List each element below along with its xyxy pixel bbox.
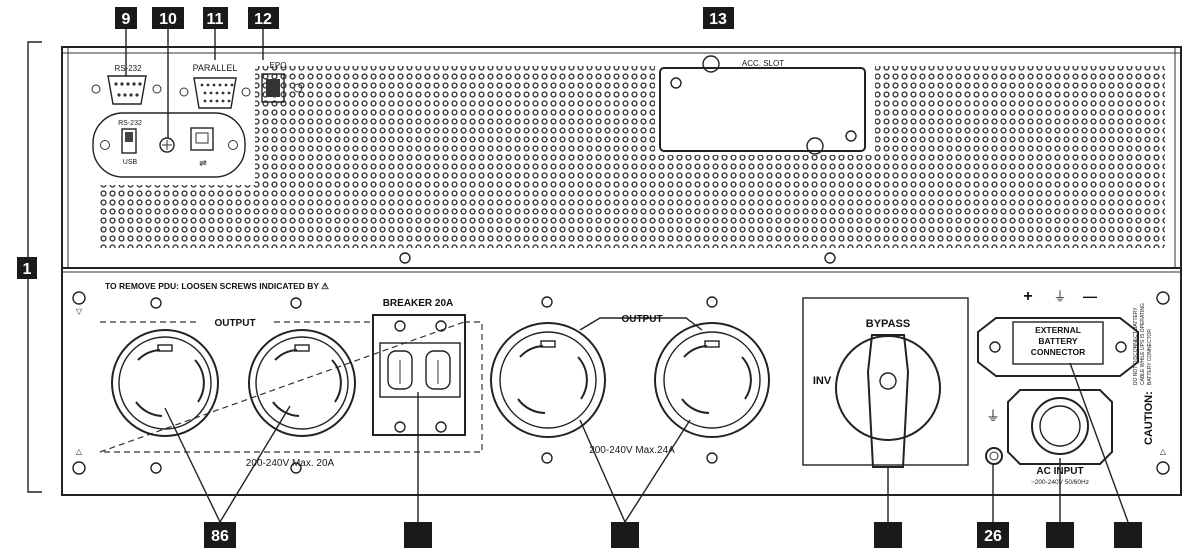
ext-battery-label-3: CONNECTOR xyxy=(1031,347,1086,357)
callout-86: 86 xyxy=(204,522,236,548)
leader-lines xyxy=(125,24,1129,523)
callout-10: 10 xyxy=(152,7,184,29)
output-outlet-1[interactable] xyxy=(111,329,219,437)
pdu-screw-top-left xyxy=(72,291,86,305)
comm-switch-plate: RS-232 USB ⇌ xyxy=(92,112,246,178)
output-left-label: OUTPUT xyxy=(214,318,255,329)
vent-grille-right xyxy=(875,66,1165,248)
external-battery-connector[interactable]: + ⏚ — EXTERNAL BATTERY CONNECTOR xyxy=(977,288,1139,377)
ground-terminal[interactable]: ⏚ xyxy=(985,408,1003,465)
callout-10-label: 10 xyxy=(159,11,177,28)
callout-1-box xyxy=(17,257,37,279)
callout-9: 9 xyxy=(115,7,137,29)
callout-86-label: 86 xyxy=(211,528,229,545)
acc-slot-label: ACC. SLOT xyxy=(742,59,784,68)
callout-9-label: 9 xyxy=(122,11,131,28)
epo-port[interactable]: EPO xyxy=(261,61,303,103)
dip-switch-knob[interactable] xyxy=(159,137,175,153)
callout-ac-input-box xyxy=(1046,522,1074,548)
plus-label: + xyxy=(1023,288,1032,305)
callout-1-bracket: 1 xyxy=(17,41,42,493)
usb-icon: ⇌ xyxy=(199,158,207,168)
pdu-removal-note: TO REMOVE PDU: LOOSEN SCREWS INDICATED B… xyxy=(105,281,329,291)
output-left-rating: 200-240V Max. 20A xyxy=(246,458,335,469)
switch-usb-label: USB xyxy=(123,159,138,166)
vent-grille-left xyxy=(100,185,260,248)
pdu-screw-top-right xyxy=(1156,291,1170,305)
rs232-port-label: RS-232 xyxy=(114,64,142,73)
callout-breaker-box xyxy=(404,522,432,548)
callout-26-label: 26 xyxy=(984,528,1002,545)
callout-13: 13 xyxy=(703,7,734,29)
caution-detail-1: DO NOT DISCONNECT BATTERY xyxy=(1133,307,1139,385)
ground-icon: ⏚ xyxy=(986,408,1000,424)
callout-26: 26 xyxy=(977,522,1009,548)
bypass-lever[interactable] xyxy=(866,334,910,468)
minus-label: — xyxy=(1083,288,1097,304)
callout-12-label: 12 xyxy=(254,11,272,28)
callout-output-right-box xyxy=(611,522,639,548)
screw-top-panel-left xyxy=(399,252,411,264)
output-group-left-outline xyxy=(99,321,483,453)
callout-11: 11 xyxy=(203,7,228,29)
output-group-right-bracket xyxy=(579,317,703,331)
callout-13-label: 13 xyxy=(709,11,727,28)
parallel-port-label: PARALLEL xyxy=(193,63,238,73)
output-outlet-3[interactable] xyxy=(490,322,606,438)
vent-grille-under-slot xyxy=(655,155,875,248)
rs232-port[interactable]: RS-232 xyxy=(91,64,162,105)
pdu-screw-bottom-right xyxy=(1156,461,1170,475)
epo-port-label: EPO xyxy=(270,61,287,70)
acc-slot[interactable]: ACC. SLOT xyxy=(659,55,866,155)
pdu-screw-bottom-left xyxy=(72,461,86,475)
ext-battery-label-1: EXTERNAL xyxy=(1035,325,1081,335)
warning-icon-left: ▽ xyxy=(76,307,83,316)
breaker-label: BREAKER 20A xyxy=(383,298,454,309)
caution-detail-2: CABLE WHILE UPS IS OPERATING xyxy=(1140,303,1146,385)
inv-label: INV xyxy=(813,375,832,387)
callout-bypass-box xyxy=(874,522,902,548)
caution-label: CAUTION: DO NOT DISCONNECT BATTERY CABLE… xyxy=(1133,303,1155,445)
breaker-20a[interactable]: BREAKER 20A xyxy=(372,298,466,436)
callout-11-label: 11 xyxy=(207,11,224,28)
callout-12: 12 xyxy=(248,7,279,29)
output-outlet-4[interactable] xyxy=(654,322,770,438)
usb-port[interactable] xyxy=(190,127,214,151)
top-panel: RS-232 PARALLEL EPO RS-232 xyxy=(91,55,1165,264)
parallel-port[interactable]: PARALLEL xyxy=(179,63,251,109)
ground-symbol-battery: ⏚ xyxy=(1053,289,1066,304)
bypass-label: BYPASS xyxy=(866,318,910,330)
vent-grille-center xyxy=(255,66,655,248)
ext-battery-label-2: BATTERY xyxy=(1038,336,1078,346)
pdu-panel: TO REMOVE PDU: LOOSEN SCREWS INDICATED B… xyxy=(72,281,1170,486)
caution-detail-3: BATTERY CONNECTOR xyxy=(1147,329,1153,385)
bypass-switch[interactable]: BYPASS INV xyxy=(802,297,969,468)
output-right-rating: 200-240V Max.24A xyxy=(589,445,675,456)
screw-top-panel-right xyxy=(824,252,836,264)
rs232-usb-switch[interactable] xyxy=(121,128,137,154)
callout-1-label: 1 xyxy=(23,261,32,278)
output-outlet-2[interactable] xyxy=(248,329,356,437)
switch-rs232-label: RS-232 xyxy=(118,120,142,127)
warning-icon-left-bottom: △ xyxy=(76,447,83,456)
warning-icon-right-bottom: △ xyxy=(1160,447,1167,456)
callout-battery-box xyxy=(1114,522,1142,548)
caution-text: CAUTION: xyxy=(1143,391,1155,445)
chassis xyxy=(61,46,1182,496)
output-right-label: OUTPUT xyxy=(621,314,662,325)
